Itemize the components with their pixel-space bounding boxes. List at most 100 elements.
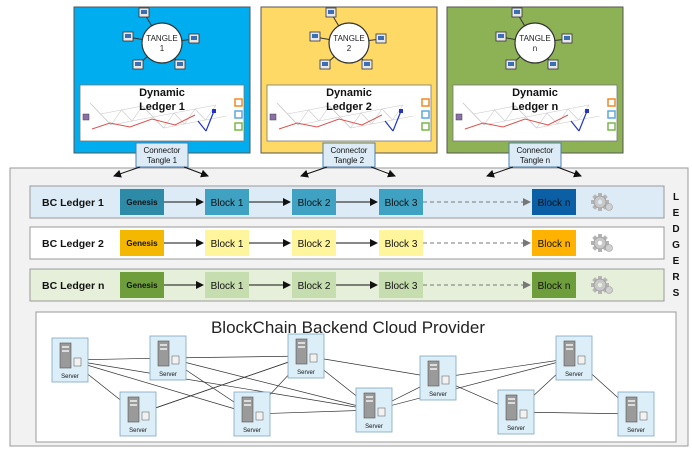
connector-arrow [486,166,514,178]
connector-label-line1: Connector [517,146,554,155]
server-icon [295,338,308,365]
server-label: Server [365,424,383,430]
block-1 [205,189,249,215]
genesis-label: Genesis [126,239,158,248]
tangle-number: 2 [347,44,352,53]
block-1 [205,272,249,298]
ledgers-letter: E [673,208,680,219]
server-node: Server [51,337,89,383]
connector-label-line2: Tangle n [520,156,550,165]
server-icon [241,396,254,423]
block-label: Block 1 [211,281,244,292]
genesis-block [120,272,164,298]
server-label: Server [159,372,177,378]
ledger-name: BC Ledger 2 [42,238,104,250]
server-label: Server [429,392,447,398]
ledgers-letter: G [672,240,680,251]
connector-label-line1: Connector [331,146,368,155]
block-label: Block 2 [298,281,331,292]
tangle-circle [141,22,183,64]
ledgers-letter: E [673,256,680,267]
block-label: Block 2 [298,198,331,209]
ledgers-letter: R [672,272,680,283]
dynamic-ledger-title-line2: Ledger 2 [326,101,372,113]
connector-tangle-box [135,142,189,168]
server-icon [563,340,576,367]
server-label: Server [627,428,645,434]
cloud-provider-title: BlockChain Backend Cloud Provider [211,318,485,337]
server-label: Server [565,372,583,378]
server-icon [427,360,440,387]
server-icon [127,396,140,423]
tangle-number: 1 [160,44,165,53]
block-label: Block 3 [385,239,418,250]
block-label: Block 3 [385,198,418,209]
block-label: Block 2 [298,239,331,250]
server-node: Server [233,391,271,437]
tangle-circle [328,22,370,64]
bc-ledger-row-2: BC Ledger 2 Genesis Block 1 Block 2 Block 3 B… [29,226,665,260]
block-label: Block 3 [385,281,418,292]
server-label: Server [129,428,147,434]
gear-icon [591,276,613,294]
block-n [532,230,576,256]
connector-arrow [556,166,582,178]
tangle-label: TANGLE [333,34,364,43]
block-n-label: Block n [538,281,571,292]
server-node: Server [555,335,593,381]
connector-tangle-box [508,142,562,168]
connector-arrow [300,166,328,178]
gear-icon [591,234,613,252]
genesis-block [120,230,164,256]
block-2 [292,272,336,298]
server-label: Server [297,370,315,376]
ledgers-letter: L [673,192,679,203]
server-icon [59,342,72,369]
block-n [532,272,576,298]
block-2 [292,230,336,256]
block-2 [292,189,336,215]
server-icon [625,396,638,423]
connector-arrow [370,166,396,178]
connector-label-line1: Connector [144,146,181,155]
ledger-name: BC Ledger n [42,280,104,292]
block-3 [379,230,423,256]
bc-ledger-row-1: BC Ledger 1 Genesis Block 1 Block 2 Block 3 B… [29,185,665,219]
server-node: Server [355,387,393,433]
server-node: Server [617,391,655,437]
connector-arrow [113,166,141,178]
tangle-label: TANGLE [146,34,177,43]
server-icon [363,392,376,419]
ledgers-letter: S [673,288,680,299]
dynamic-ledger-graph [79,84,245,142]
block-3 [379,272,423,298]
server-node: Server [119,391,157,437]
genesis-label: Genesis [126,198,158,207]
dynamic-ledger-title-line2: Ledger 1 [139,101,185,113]
gear-icon [591,193,613,211]
server-icon [505,394,518,421]
ledger-name: BC Ledger 1 [42,197,104,209]
dynamic-ledger-graph [266,84,432,142]
block-3 [379,189,423,215]
server-node: Server [149,335,187,381]
block-n-label: Block n [538,198,571,209]
connector-label-line2: Tangle 1 [147,156,178,165]
dynamic-ledger-graph [452,84,618,142]
block-n-label: Block n [538,239,571,250]
block-label: Block 1 [211,239,244,250]
tangle-circle [514,22,556,64]
server-label: Server [61,374,79,380]
tangle-number: n [533,44,537,53]
block-n [532,189,576,215]
server-node: Server [419,355,457,401]
block-label: Block 1 [211,198,244,209]
tangle-label: TANGLE [519,34,550,43]
block-1 [205,230,249,256]
genesis-block [120,189,164,215]
genesis-label: Genesis [126,281,158,290]
